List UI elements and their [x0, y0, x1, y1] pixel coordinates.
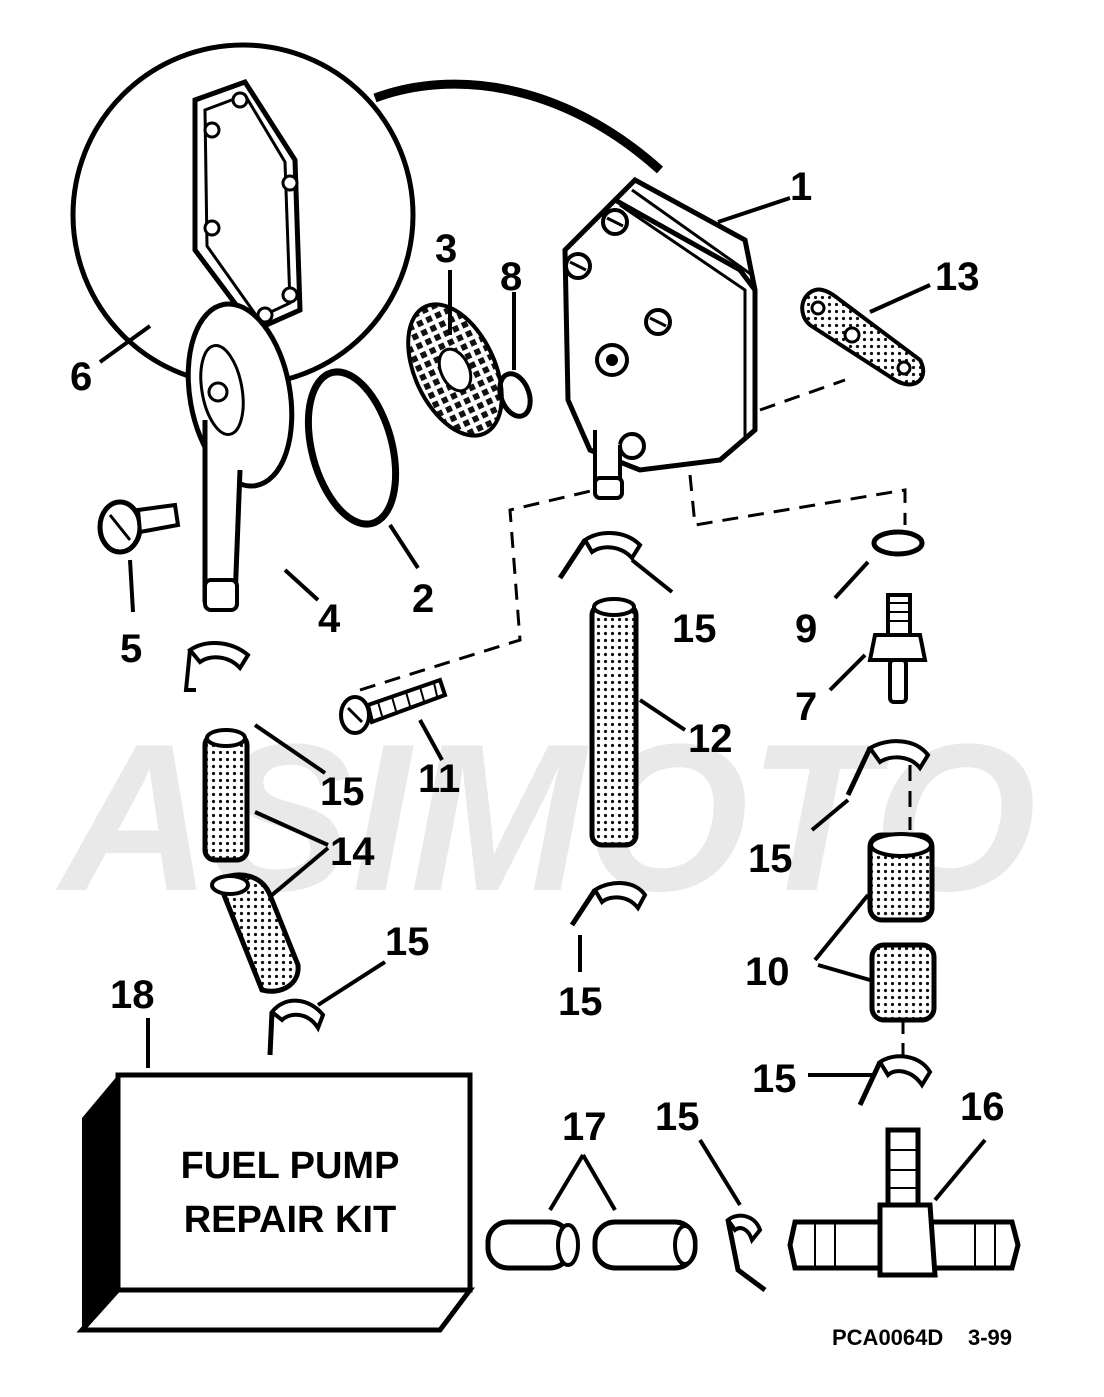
callout-12: 12: [688, 717, 733, 761]
clamp-b: [557, 531, 643, 580]
part-9-o-ring: [833, 529, 925, 600]
part-8-ring: [497, 292, 533, 419]
callout-3: 3: [435, 227, 457, 271]
callout-13: 13: [935, 255, 980, 299]
clamp-c: [845, 739, 931, 797]
callout-18: 18: [110, 973, 155, 1017]
part-14-hoses: [202, 728, 330, 994]
part-7-fitting: [828, 593, 928, 704]
clamp-e: [267, 998, 326, 1056]
callout-9: 9: [795, 607, 817, 651]
callout-16: 16: [960, 1085, 1005, 1129]
callout-labels: 1 2 3 4 5 6 7 8 9 10 11 12 13 14 15 15 1…: [70, 165, 1005, 1149]
callout-15c: 15: [748, 837, 793, 881]
part-5-screw: [97, 499, 181, 613]
callout-5: 5: [120, 627, 142, 671]
part-16-t-fitting: [787, 1127, 1021, 1278]
callout-15a: 15: [320, 770, 365, 814]
clamp-a: [183, 641, 251, 692]
part-13-gasket: [688, 283, 931, 527]
clamp-g: [725, 1213, 767, 1293]
part-11-screw: [339, 488, 596, 761]
part-3-screen: [406, 270, 504, 438]
part-4-cover: [185, 301, 320, 612]
callout-15b: 15: [672, 607, 717, 651]
callout-10: 10: [745, 950, 790, 994]
part-10-filters: [813, 832, 937, 1023]
callout-7: 7: [795, 685, 817, 729]
drawing-code: PCA0064D: [832, 1325, 943, 1350]
part-6-gasket-detail: [70, 42, 664, 388]
callout-1: 1: [790, 165, 812, 209]
callout-11: 11: [418, 757, 460, 801]
part-15-clamps: [183, 531, 933, 1293]
callout-15d: 15: [558, 980, 603, 1024]
part-12-hose: [589, 597, 687, 848]
part-2-o-ring: [304, 368, 420, 570]
callout-2: 2: [412, 577, 434, 621]
kit-label-line-2: REPAIR KIT: [184, 1199, 397, 1241]
part-17-hose-pieces: [485, 1153, 698, 1271]
clamp-d: [569, 881, 648, 927]
date-code: 3-99: [968, 1325, 1012, 1350]
callout-17: 17: [562, 1105, 607, 1149]
part-1-pump-body: [562, 176, 791, 500]
callout-15g: 15: [655, 1095, 700, 1139]
callout-4: 4: [318, 597, 341, 641]
clamp-f: [857, 1054, 933, 1107]
kit-label-line-1: FUEL PUMP: [181, 1145, 400, 1187]
callout-14: 14: [330, 830, 375, 874]
callout-8: 8: [500, 255, 522, 299]
callout-15e: 15: [385, 920, 430, 964]
callout-6: 6: [70, 355, 92, 399]
callout-15f: 15: [752, 1057, 797, 1101]
part-18-repair-kit: FUEL PUMP REPAIR KIT: [76, 1018, 475, 1333]
